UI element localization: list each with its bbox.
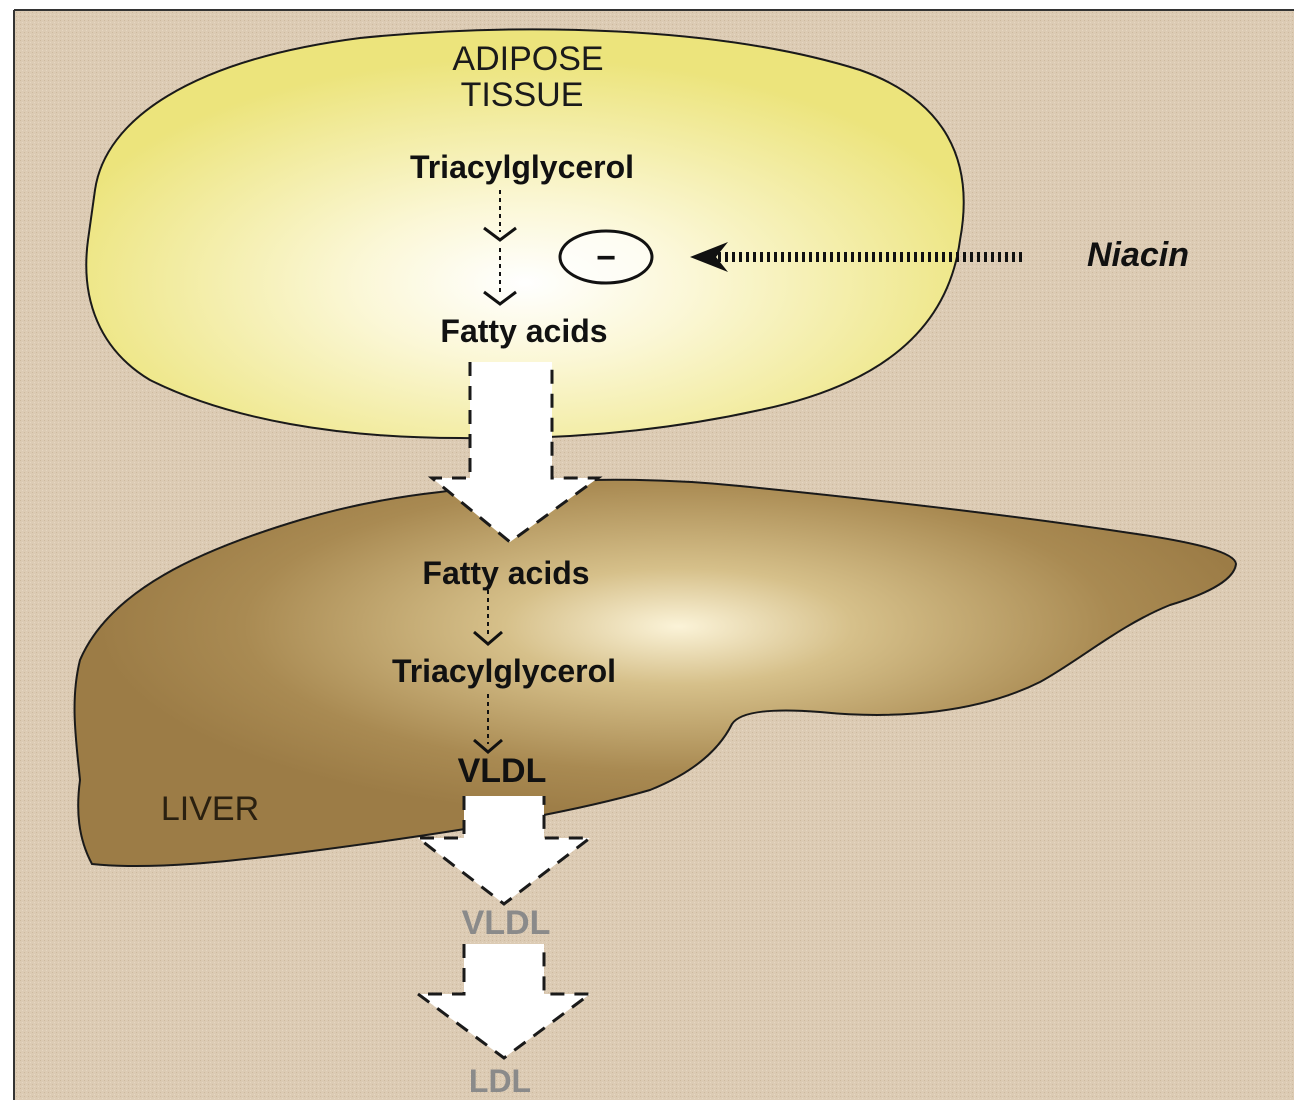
adipose-fatty-acids-label: Fatty acids	[440, 313, 607, 349]
inhibition-symbol: −	[596, 239, 616, 277]
adipose-triacylglycerol-label: Triacylglycerol	[410, 149, 634, 185]
blood-ldl-label: LDL	[469, 1063, 531, 1099]
blood-vldl-label: VLDL	[462, 904, 551, 942]
liver-label: LIVER	[161, 790, 259, 828]
adipose-title-line2: TISSUE	[461, 76, 584, 114]
liver-fatty-acids-label: Fatty acids	[422, 555, 589, 591]
liver-vldl-label: VLDL	[458, 752, 547, 790]
adipose-title-line1: ADIPOSE	[452, 40, 603, 78]
niacin-label: Niacin	[1087, 236, 1189, 274]
liver-triacylglycerol-label: Triacylglycerol	[392, 653, 616, 689]
